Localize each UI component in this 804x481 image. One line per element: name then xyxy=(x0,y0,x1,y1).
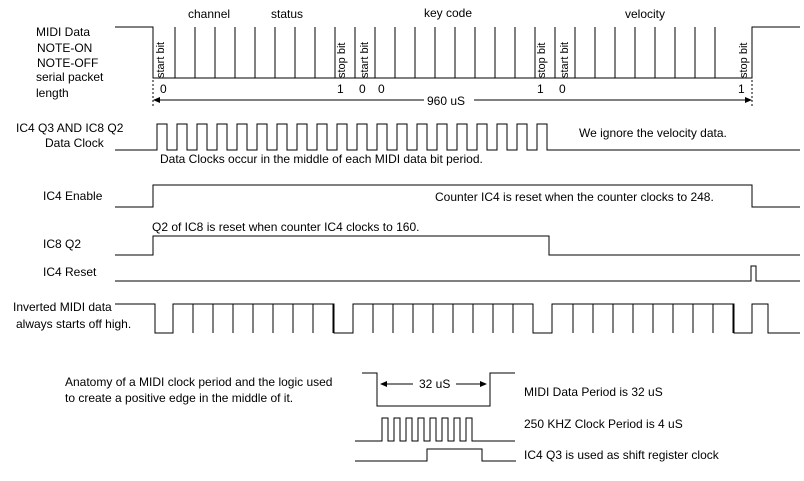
ic8-q2-label: IC8 Q2 xyxy=(43,237,81,251)
bit-value: 1 xyxy=(337,82,344,96)
serial-packet-label: serial packet xyxy=(36,70,104,84)
header-status: status xyxy=(271,7,303,21)
anatomy-caption: Anatomy of a MIDI clock period and the l… xyxy=(65,375,332,389)
ic4-enable-waveform xyxy=(115,184,800,208)
ic4-q3-label: IC4 Q3 AND IC8 Q2 xyxy=(16,121,124,135)
start-bit-label: start bit xyxy=(359,42,371,78)
bit-value: 0 xyxy=(359,82,366,96)
duration-dimension xyxy=(152,80,753,108)
clock-period-label: 250 KHZ Clock Period is 4 uS xyxy=(524,417,683,431)
duration-label: 960 uS xyxy=(427,94,465,108)
velocity-ignored-note: We ignore the velocity data. xyxy=(579,126,727,140)
note-off-label: NOTE-OFF xyxy=(37,56,98,70)
inverted-midi-subtitle: always starts off high. xyxy=(16,317,131,331)
header-channel: channel xyxy=(188,7,230,21)
bit-value: 1 xyxy=(738,82,745,96)
ic4-enable-label: IC4 Enable xyxy=(43,189,103,203)
length-label: length xyxy=(36,86,69,100)
shift-clock-label: IC4 Q3 is used as shift register clock xyxy=(524,448,720,462)
inverted-midi-label: Inverted MIDI data xyxy=(13,300,112,314)
data-clock-waveform xyxy=(115,123,800,151)
stop-bit-label: stop bit xyxy=(536,43,548,78)
bit-value: 1 xyxy=(537,82,544,96)
bit-ticks xyxy=(174,27,716,78)
midi-data-waveform xyxy=(115,26,800,79)
bit-ticks xyxy=(192,304,734,333)
counter-reset-note: Counter IC4 is reset when the counter cl… xyxy=(435,190,714,204)
start-bit-label: start bit xyxy=(155,42,167,78)
bit-value: 0 xyxy=(160,82,167,96)
note-on-label: NOTE-ON xyxy=(37,41,92,55)
bit-value: 0 xyxy=(378,82,385,96)
header-velocity: velocity xyxy=(625,7,665,21)
ic4-reset-label: IC4 Reset xyxy=(43,265,97,279)
start-bit-label: start bit xyxy=(559,42,571,78)
clock-250khz-waveform xyxy=(355,417,515,442)
anatomy-caption-2: to create a positive edge in the middle … xyxy=(65,391,293,405)
midi-data-label: MIDI Data xyxy=(36,25,90,39)
period-width-label: 32 uS xyxy=(419,377,450,391)
ic4-reset-waveform xyxy=(115,265,800,282)
bit-value: 0 xyxy=(559,82,566,96)
data-clock-label: Data Clock xyxy=(45,136,105,150)
inverted-midi-waveform xyxy=(115,303,800,334)
q2-reset-note: Q2 of IC8 is reset when counter IC4 cloc… xyxy=(152,220,419,234)
ic4-q3-shift-waveform xyxy=(355,448,516,462)
stop-bit-label: stop bit xyxy=(336,43,348,78)
ic8-q2-waveform xyxy=(115,235,800,256)
header-key-code: key code xyxy=(424,6,472,20)
stop-bit-label: stop bit xyxy=(738,43,750,78)
clock-middle-note: Data Clocks occur in the middle of each … xyxy=(160,152,483,166)
period-dimension xyxy=(380,381,487,387)
midi-period-label: MIDI Data Period is 32 uS xyxy=(524,385,663,399)
midi-period-waveform xyxy=(362,372,515,407)
